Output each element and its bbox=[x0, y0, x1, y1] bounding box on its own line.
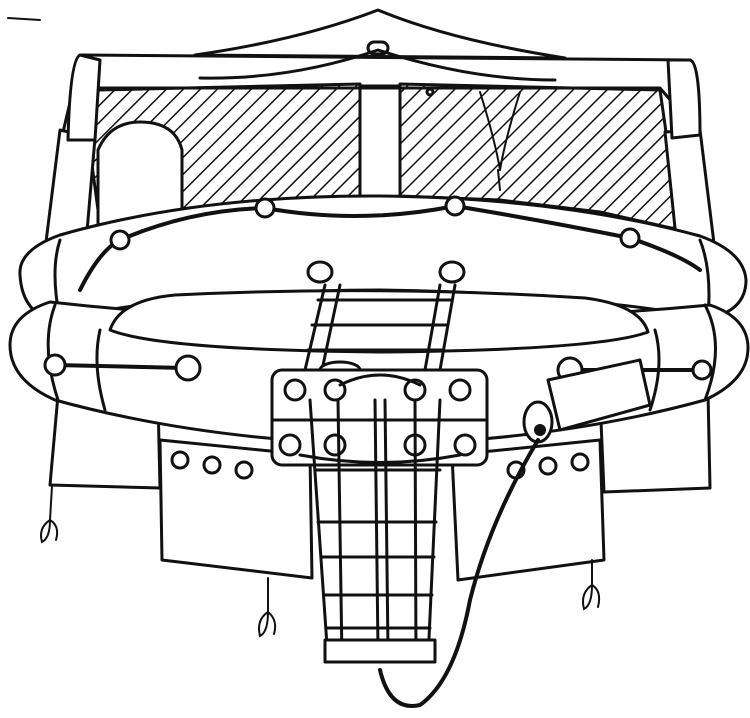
curtain-tie bbox=[479, 91, 521, 191]
scan-mark bbox=[7, 17, 41, 21]
boarding-platform bbox=[270, 368, 489, 467]
ladder-bottom-rung bbox=[323, 638, 437, 664]
canopy-roof-seam bbox=[198, 48, 557, 82]
inflation-cylinder bbox=[378, 358, 652, 708]
canopy bbox=[58, 8, 702, 232]
gas-cylinder bbox=[546, 358, 652, 432]
lower-lifeline-left bbox=[53, 363, 187, 370]
painter-line bbox=[378, 438, 540, 708]
ballast-lines bbox=[40, 485, 601, 638]
raft-floor bbox=[108, 289, 650, 354]
cylinder-valve bbox=[522, 400, 554, 444]
ballast-pocket-center-left bbox=[158, 438, 314, 580]
canopy-doorway bbox=[96, 120, 184, 227]
line-loop-icon bbox=[582, 583, 601, 611]
canopy-roof-peak bbox=[193, 8, 567, 60]
upper-lifeline bbox=[78, 195, 702, 292]
canopy-center-strip bbox=[358, 84, 402, 200]
ballast-pocket-center-right bbox=[450, 438, 606, 582]
line-loop-icon bbox=[40, 518, 59, 544]
boarding-ladder bbox=[308, 398, 442, 664]
line-loop-icon bbox=[258, 609, 277, 638]
platform-handle bbox=[338, 373, 422, 387]
